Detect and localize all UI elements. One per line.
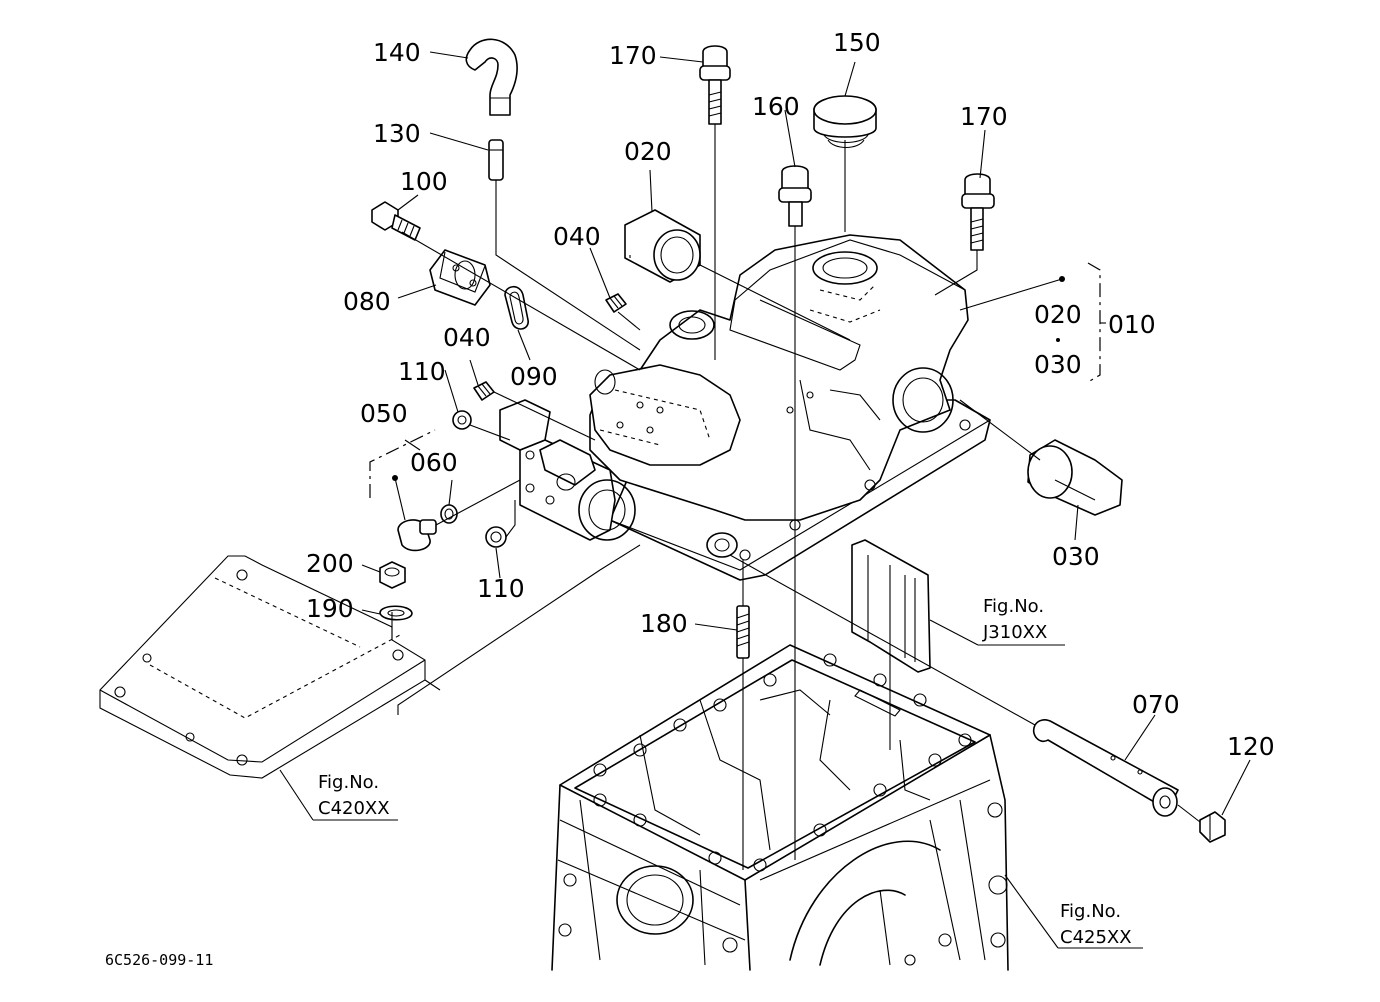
label-040-left: 040	[443, 323, 491, 352]
part-090-oring	[504, 285, 529, 330]
part-170-bolt-a	[699, 45, 731, 125]
part-140-hook	[465, 38, 518, 116]
label-160: 160	[752, 92, 800, 121]
part-180-stud	[736, 605, 750, 659]
assembly-lines	[391, 124, 1201, 870]
label-090: 090	[510, 362, 558, 391]
label-180: 180	[640, 609, 688, 638]
part-130-pin	[488, 139, 504, 181]
label-110-top: 110	[398, 357, 446, 386]
part-120-fitting	[1199, 811, 1226, 843]
ref-c425-line2: C425XX	[1060, 927, 1132, 948]
label-140: 140	[373, 38, 421, 67]
part-080-bracket	[429, 249, 491, 306]
label-100: 100	[400, 167, 448, 196]
mounting-plate	[99, 555, 426, 779]
gasket	[851, 539, 931, 673]
label-060: 060	[410, 448, 458, 477]
group-050-bracket	[369, 429, 436, 521]
label-070: 070	[1132, 690, 1180, 719]
part-030-bushing	[1027, 439, 1123, 516]
group-010-bracket	[959, 262, 1106, 383]
part-170-bolt-b	[961, 173, 995, 251]
label-120: 120	[1227, 732, 1275, 761]
label-190: 190	[306, 594, 354, 623]
label-110-bottom: 110	[477, 574, 525, 603]
hydraulic-cylinder-housing	[499, 234, 991, 581]
label-030-group: 030	[1034, 350, 1082, 379]
part-070-shaft	[1032, 719, 1179, 817]
label-010: 010	[1108, 310, 1156, 339]
label-020-group: 020	[1034, 300, 1082, 329]
ref-c420-line1: Fig.No.	[318, 772, 379, 793]
reference-leaders	[279, 619, 1143, 949]
part-060-oring	[440, 504, 458, 524]
part-020-bushing	[624, 209, 701, 283]
ref-c425-line1: Fig.No.	[1060, 901, 1121, 922]
transmission-case	[551, 644, 1009, 971]
label-020-top: 020	[624, 137, 672, 166]
part-040-plug-a	[605, 293, 627, 313]
ref-j310-line1: Fig.No.	[983, 596, 1044, 617]
label-040-top: 040	[553, 222, 601, 251]
ref-c420-line2: C420XX	[318, 798, 390, 819]
label-150: 150	[833, 28, 881, 57]
part-110-plug-a	[452, 410, 472, 430]
part-190-washer	[379, 605, 413, 621]
label-170-top: 170	[609, 41, 657, 70]
ref-j310-line2: J310XX	[982, 622, 1047, 643]
part-labels: 140 130 100 080 090 040 040 110 050 060 …	[306, 28, 1275, 761]
label-080: 080	[343, 287, 391, 316]
label-050: 050	[360, 399, 408, 428]
part-100-bolt	[371, 201, 421, 241]
figure-references: Fig.No. J310XX Fig.No. C420XX Fig.No. C4…	[318, 596, 1132, 948]
label-200: 200	[306, 549, 354, 578]
part-150-cap	[813, 95, 877, 149]
label-130: 130	[373, 119, 421, 148]
part-200-nut	[379, 561, 406, 589]
label-170-right: 170	[960, 102, 1008, 131]
part-050-plug	[397, 519, 437, 552]
part-110-plug-b	[485, 526, 507, 548]
part-160-bolt	[778, 165, 812, 227]
label-030-bottom: 030	[1052, 542, 1100, 571]
drawing-code: 6C526-099-11	[105, 951, 213, 969]
part-040-plug-b	[473, 381, 495, 401]
label-leaders	[361, 51, 1251, 816]
